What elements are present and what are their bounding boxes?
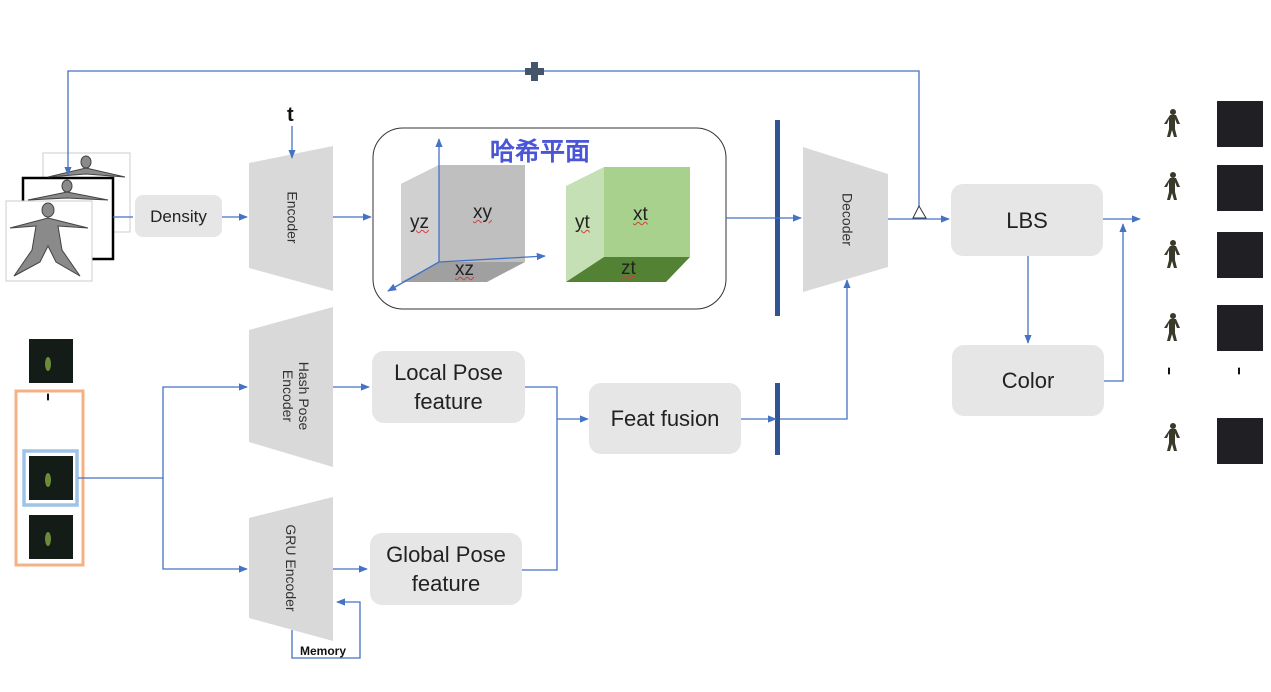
local-pose-feature-box: Local Pose feature [372,351,525,423]
plane-xz: xz [455,259,474,280]
gru-encoder-label: GRU Encoder [283,524,299,612]
lbs-box: LBS [951,184,1103,256]
connector-lines [64,70,1141,659]
pose-frame-sequence [14,339,85,567]
plane-zt: zt [621,258,636,279]
global-pose-feature-label: Global Pose feature [386,542,506,596]
density-label: Density [150,206,207,226]
plane-xy: xy [473,202,492,223]
color-box: Color [952,345,1104,416]
plane-yt: yt [575,212,590,233]
figure-ellipsis: ...... [1164,366,1184,373]
density-box: Density [135,195,222,237]
t-label: t [287,104,294,126]
feat-fusion-box: Feat fusion [589,383,741,454]
memory-label: Memory [300,644,347,658]
encoder-shape [249,146,333,291]
tile-ellipsis: ...... [1234,366,1254,373]
decoder-shape [803,147,888,292]
xyzt-plane-cube [566,167,690,282]
gru-encoder-shape [249,497,333,641]
decoder-label: Decoder [839,193,856,246]
hash-plane-title: 哈希平面 [490,137,591,166]
output-tiles [1217,101,1263,464]
concat-bar-bottom [775,383,780,455]
hash-pose-encoder-label: Hash Pose Encoder [280,361,312,431]
plane-xt: xt [633,204,648,225]
plane-yz: yz [410,212,429,233]
encoder-label: Encoder [284,191,301,244]
global-pose-feature-box: Global Pose feature [370,533,522,605]
xyz-plane-cube [387,138,546,292]
color-label: Color [1001,368,1055,393]
plus-icon [525,62,544,81]
feat-fusion-label: Feat fusion [610,406,720,431]
input-mesh-stack [5,152,131,282]
output-figures [1164,109,1180,451]
local-pose-feature-label: Local Pose feature [394,360,503,414]
warning-triangle-icon [912,204,927,219]
lbs-label: LBS [1006,207,1048,233]
frame-ellipsis: ...... [43,392,63,399]
hash-pose-encoder-shape [249,307,333,467]
